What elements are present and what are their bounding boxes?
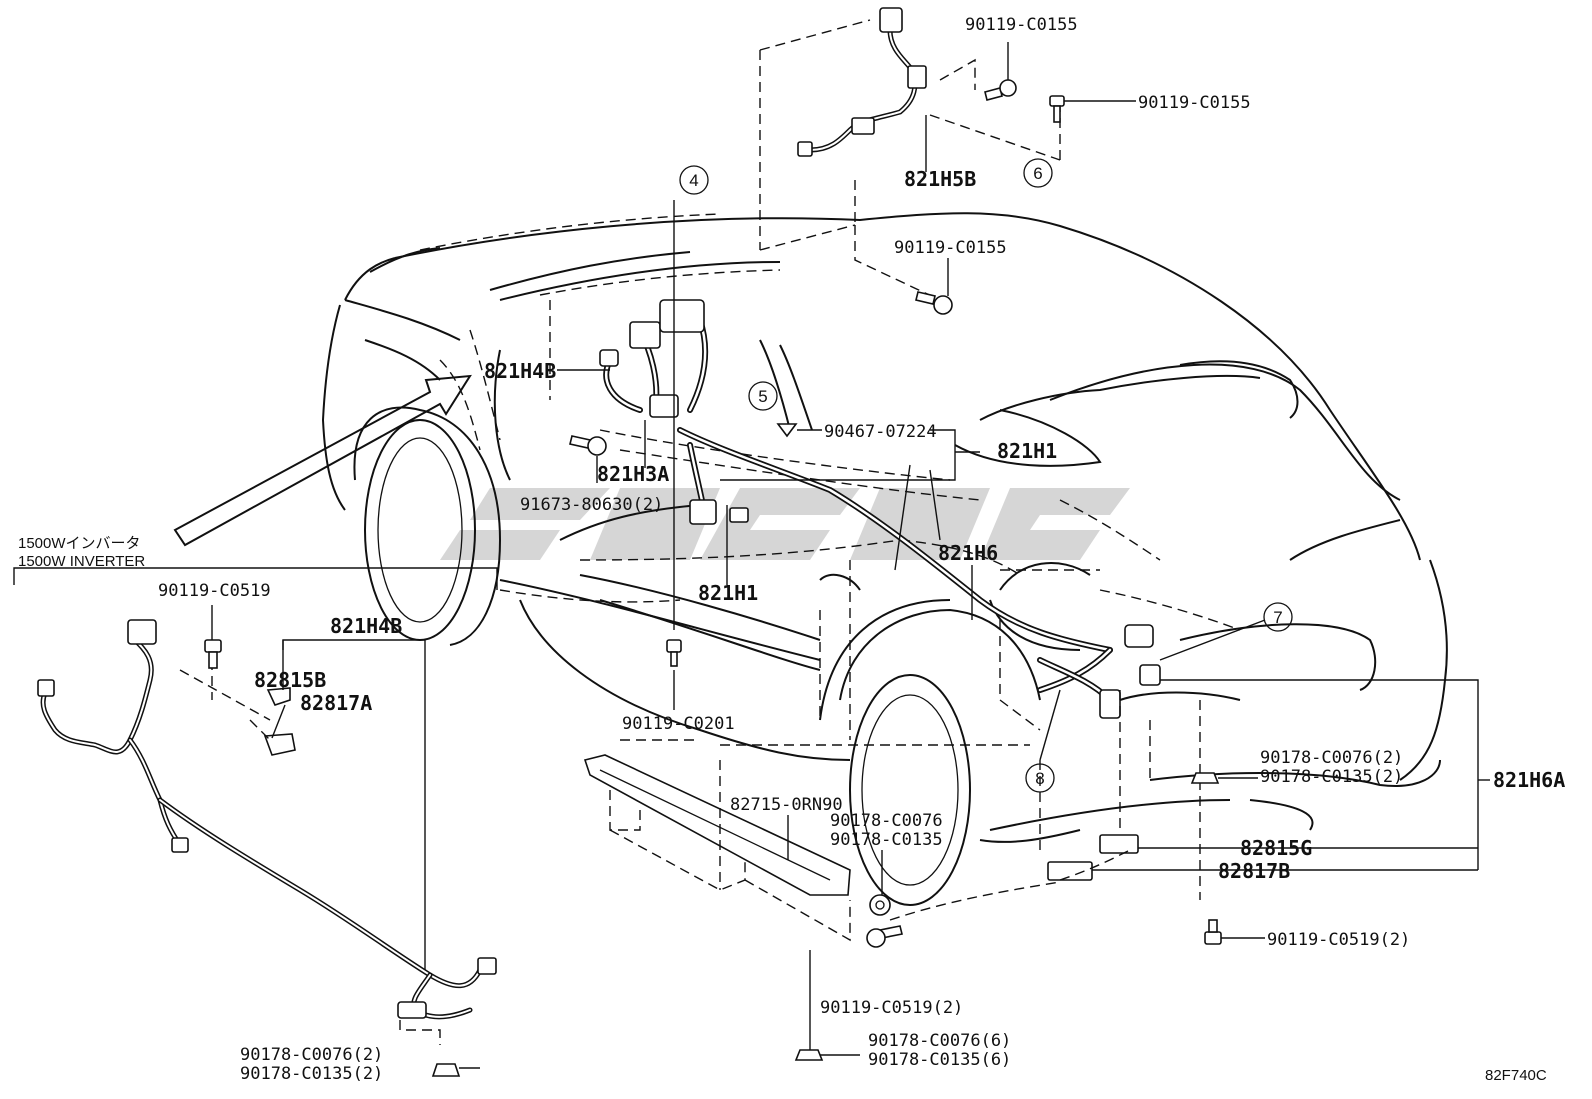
bolt-icon	[204, 639, 222, 669]
callout-4: 4	[679, 165, 709, 195]
inset-title-en: 1500W INVERTER	[18, 553, 145, 570]
clip-icon	[776, 423, 798, 438]
harness-821H4B	[599, 299, 709, 418]
label-82815B: 82815B	[254, 668, 326, 692]
callout-6: 6	[1023, 158, 1053, 188]
svg-text:4: 4	[689, 171, 698, 190]
leader-lines	[211, 42, 1490, 1069]
label-90178-C0135: 90178-C0135	[830, 830, 943, 850]
label-90178-C0076-2: 90178-C0076(2)	[1260, 748, 1403, 768]
label-90178-C0076-2: 90178-C0076(2)	[240, 1045, 383, 1065]
label-90178-C0076-6: 90178-C0076(6)	[868, 1031, 1011, 1051]
label-90119-C0519: 90119-C0519	[158, 581, 271, 601]
part-82715-0RN90	[583, 739, 1030, 942]
label-90119-C0201: 90119-C0201	[622, 714, 735, 734]
label-821H1: 821H1	[997, 439, 1057, 463]
bolt-icon	[984, 79, 1017, 101]
fasteners	[204, 79, 1222, 1077]
bolt-icon	[866, 925, 903, 948]
inset-title-jp: 1500Wインバータ	[18, 535, 141, 552]
label-90178-C0135-2: 90178-C0135(2)	[240, 1064, 383, 1084]
label-821H3A: 821H3A	[597, 462, 669, 486]
callout-8: 8	[1025, 763, 1055, 793]
label-82715-0RN90: 82715-0RN90	[730, 795, 843, 815]
bolt-icon	[1204, 919, 1222, 945]
label-90178-C0076: 90178-C0076	[830, 811, 943, 831]
label-821H6: 821H6	[938, 541, 998, 565]
nut-icon	[869, 894, 891, 916]
callout-5: 5	[748, 381, 778, 411]
label-90467-07224: 90467-07224	[824, 422, 937, 442]
callout-box-821H5B	[759, 19, 1061, 301]
hidden-lines	[419, 213, 1241, 740]
nut-icon	[431, 1063, 461, 1077]
nut-icon	[794, 1049, 824, 1061]
figure-code: 82F740C	[1485, 1067, 1547, 1084]
label-90119-C0155: 90119-C0155	[965, 15, 1078, 35]
label-82817A: 82817A	[300, 691, 372, 715]
label-821H4B: 821H4B	[330, 614, 402, 638]
label-90178-C0135-6: 90178-C0135(6)	[868, 1050, 1011, 1070]
bolt-icon	[569, 435, 607, 456]
label-82815G: 82815G	[1240, 836, 1312, 860]
bracket-82815G	[889, 620, 1201, 921]
label-821H1: 821H1	[698, 581, 758, 605]
bolt-icon	[1049, 95, 1065, 123]
callout-7: 7	[1263, 602, 1293, 632]
part-labels: 90119-C0155 90119-C0155 821H5B 90119-C01…	[18, 15, 1565, 1084]
harness-821H5B	[797, 7, 927, 157]
svg-text:7: 7	[1273, 608, 1282, 627]
label-821H5B: 821H5B	[904, 167, 976, 191]
svg-text:6: 6	[1033, 164, 1042, 183]
label-821H4B: 821H4B	[484, 359, 556, 383]
nut-icon	[1190, 772, 1220, 784]
svg-text:8: 8	[1035, 769, 1044, 788]
label-90119-C0155: 90119-C0155	[1138, 93, 1251, 113]
harness-821H1	[687, 442, 749, 525]
label-821H6A: 821H6A	[1493, 768, 1565, 792]
label-90119-C0519-2: 90119-C0519(2)	[1267, 930, 1410, 950]
arrow-icon	[173, 374, 472, 547]
label-82817B: 82817B	[1218, 859, 1290, 883]
bolt-icon	[915, 291, 953, 315]
label-90119-C0519-2: 90119-C0519(2)	[820, 998, 963, 1018]
svg-text:5: 5	[758, 387, 767, 406]
bolt-icon	[666, 639, 682, 667]
label-91673-80630: 91673-80630(2)	[520, 495, 663, 515]
label-90119-C0155: 90119-C0155	[894, 238, 1007, 258]
label-90178-C0135-2: 90178-C0135(2)	[1260, 767, 1403, 787]
